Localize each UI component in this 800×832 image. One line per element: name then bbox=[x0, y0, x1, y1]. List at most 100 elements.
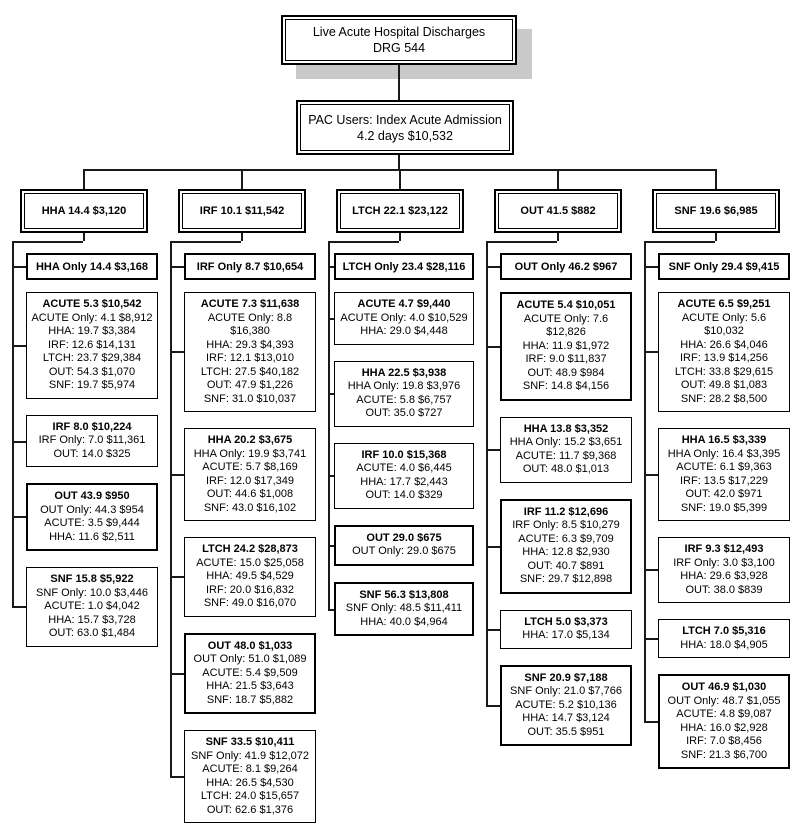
detail-box-title: HHA 20.2 $3,675 bbox=[207, 434, 293, 446]
detail-line: LTCH: 23.7 $29,384 bbox=[42, 352, 142, 364]
detail-line: HHA: 40.0 $4,964 bbox=[360, 615, 448, 628]
detail-line: HHA: 16.0 $2,928 bbox=[680, 721, 768, 734]
connector-line bbox=[170, 473, 184, 476]
pac-subtitle: 4.2 days $10,532 bbox=[357, 128, 453, 143]
root-subtitle: DRG 544 bbox=[372, 41, 426, 55]
detail-line: HHA: 17.7 $2,443 bbox=[360, 475, 448, 488]
detail-line: HHA: 21.5 $3,643 bbox=[206, 680, 294, 692]
connector-line bbox=[12, 241, 14, 607]
connector-line bbox=[486, 241, 557, 243]
branch-drop-3 bbox=[399, 169, 401, 189]
detail-line: ACUTE Only: 5.6 $10,032 bbox=[681, 311, 767, 338]
detail-line: SNF: 29.7 $12,898 bbox=[519, 573, 613, 585]
connector-line bbox=[644, 241, 646, 722]
detail-line: OUT: 48.0 $1,013 bbox=[522, 463, 610, 475]
column-header-label: OUT 41.5 $882 bbox=[498, 193, 618, 229]
detail-line: OUT: 42.0 $971 bbox=[685, 488, 763, 500]
detail-line: ACUTE: 3.5 $9,444 bbox=[44, 517, 140, 529]
detail-line: SNF Only: 41.9 $12,072 bbox=[190, 749, 309, 762]
detail-box-title: ACUTE 4.7 $9,440 bbox=[357, 298, 451, 310]
connector-line bbox=[170, 351, 184, 353]
detail-box-title: LTCH 7.0 $5,316 bbox=[682, 625, 766, 637]
column-header-label: LTCH 22.1 $23,122 bbox=[340, 193, 460, 229]
connector-line bbox=[644, 265, 658, 268]
connector-line bbox=[12, 344, 26, 347]
detail-line: ACUTE: 8.1 $9,264 bbox=[202, 763, 298, 775]
detail-box-title: ACUTE 6.5 $9,251 bbox=[677, 298, 771, 310]
detail-line: IRF: 12.1 $13,010 bbox=[205, 352, 295, 364]
detail-line: LTCH: 33.8 $29,615 bbox=[674, 365, 774, 378]
connector-line bbox=[170, 775, 184, 778]
detail-line: HHA: 26.6 $4,046 bbox=[680, 338, 768, 351]
column-header-ltch: LTCH 22.1 $23,122 bbox=[336, 189, 464, 233]
detail-box-title: SNF 20.9 $7,188 bbox=[524, 671, 608, 684]
detail-line: ACUTE: 4.0 $6,445 bbox=[356, 462, 452, 474]
root-box-text: Live Acute Hospital Discharges DRG 544 bbox=[285, 19, 513, 61]
column-header-irf: IRF 10.1 $11,542 bbox=[178, 189, 306, 233]
detail-line: HHA Only: 19.8 $3,976 bbox=[347, 380, 461, 392]
detail-line: SNF: 19.0 $5,399 bbox=[680, 501, 768, 514]
detail-line: OUT Only: 29.0 $675 bbox=[352, 545, 456, 557]
detail-line: HHA: 26.5 $4,530 bbox=[206, 776, 294, 789]
connector-line bbox=[12, 516, 26, 518]
detail-line: ACUTE: 5.7 $8,169 bbox=[202, 461, 298, 473]
detail-line: IRF: 13.5 $17,229 bbox=[679, 474, 769, 487]
branch-drop-5 bbox=[715, 169, 717, 189]
pac-box: PAC Users: Index Acute Admission 4.2 day… bbox=[296, 100, 514, 155]
detail-line: OUT Only: 44.3 $954 bbox=[40, 503, 144, 516]
connector-line bbox=[12, 265, 26, 268]
connector-pac-branch bbox=[398, 155, 400, 171]
connector-line bbox=[12, 440, 26, 443]
connector-line bbox=[328, 317, 334, 320]
connector-line bbox=[328, 393, 334, 395]
only-box-hha: HHA Only 14.4 $3,168 bbox=[26, 253, 158, 280]
detail-box-title: IRF 9.3 $12,493 bbox=[684, 543, 764, 555]
connector-line bbox=[328, 544, 334, 547]
detail-line: IRF: 9.0 $11,837 bbox=[525, 353, 607, 365]
detail-line: OUT: 48.9 $984 bbox=[527, 366, 605, 379]
detail-line: OUT: 14.0 $329 bbox=[365, 489, 443, 501]
detail-line: OUT: 35.0 $727 bbox=[365, 407, 443, 419]
detail-line: ACUTE: 5.4 $9,509 bbox=[202, 666, 298, 679]
detail-line: OUT: 49.8 $1,083 bbox=[680, 379, 768, 391]
column-header-snf: SNF 19.6 $6,985 bbox=[652, 189, 780, 233]
detail-line: HHA: 14.7 $3,124 bbox=[522, 712, 610, 724]
detail-line: HHA Only: 19.9 $3,741 bbox=[193, 447, 307, 460]
detail-box-title: SNF 56.3 $13,808 bbox=[359, 588, 449, 601]
only-box-irf: IRF Only 8.7 $10,654 bbox=[184, 253, 316, 280]
branch-drop-1 bbox=[83, 169, 85, 189]
detail-box-title: OUT 43.9 $950 bbox=[54, 490, 130, 502]
connector-line bbox=[170, 265, 184, 268]
detail-box-title: HHA 13.8 $3,352 bbox=[523, 422, 609, 435]
connector-line bbox=[486, 705, 500, 707]
detail-line: ACUTE: 5.2 $10,136 bbox=[515, 698, 617, 711]
detail-line: OUT Only: 51.0 $1,089 bbox=[193, 653, 307, 665]
detail-line: IRF: 12.0 $17,349 bbox=[205, 474, 295, 487]
detail-line: OUT: 38.0 $839 bbox=[685, 583, 763, 596]
column-header-out: OUT 41.5 $882 bbox=[494, 189, 622, 233]
detail-box-title: SNF 33.5 $10,411 bbox=[205, 736, 295, 748]
detail-line: ACUTE: 6.1 $9,363 bbox=[676, 461, 772, 473]
detail-box-title: IRF 11.2 $12,696 bbox=[523, 505, 609, 518]
detail-line: IRF Only: 3.0 $3,100 bbox=[673, 556, 775, 569]
connector-line bbox=[170, 241, 172, 777]
detail-box-title: HHA 22.5 $3,938 bbox=[361, 366, 447, 379]
detail-line: SNF Only: 10.0 $3,446 bbox=[36, 586, 148, 599]
detail-line: ACUTE Only: 7.6 $12,826 bbox=[523, 312, 609, 339]
detail-line: HHA: 17.0 $5,134 bbox=[522, 629, 610, 641]
